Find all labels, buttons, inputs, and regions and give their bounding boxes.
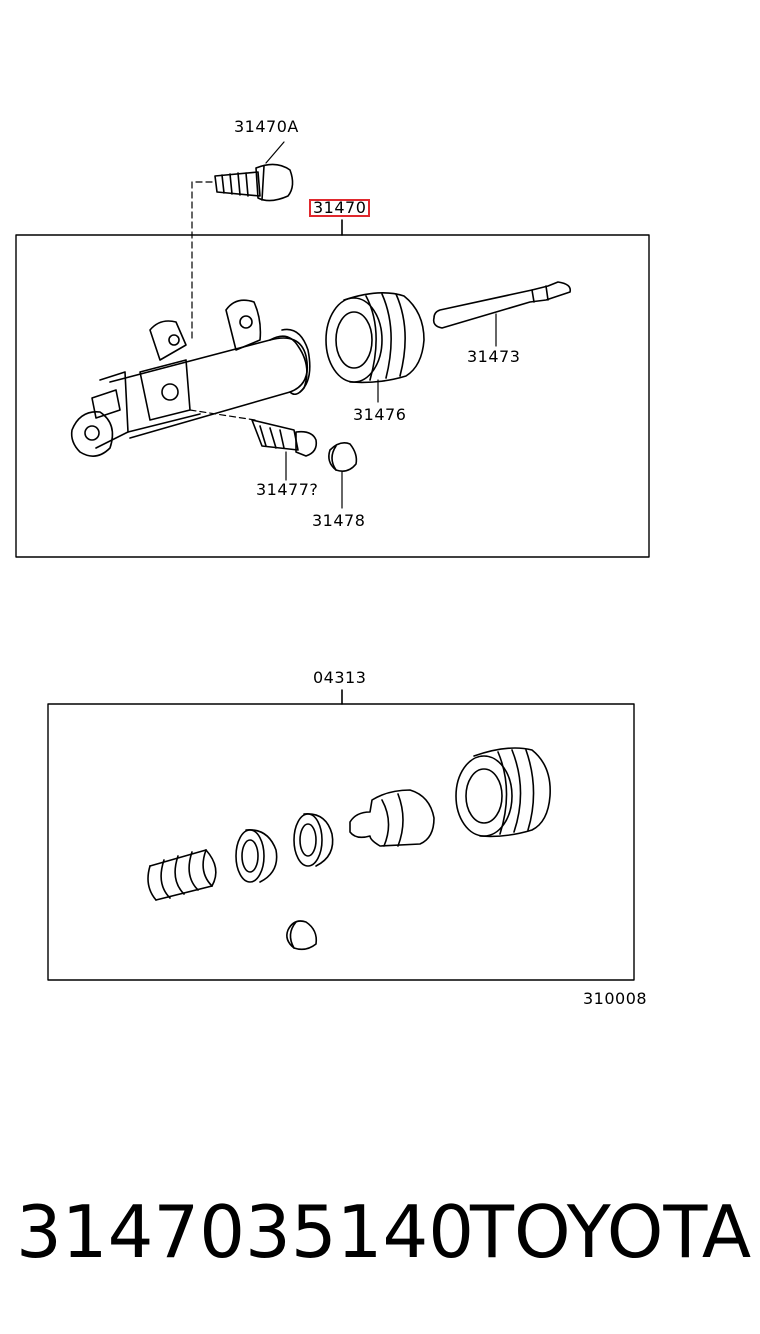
piston-part bbox=[349, 789, 435, 847]
label-kit-04313: 04313 bbox=[313, 668, 367, 687]
part-number-text: 3147035140 bbox=[16, 1190, 475, 1274]
bleeder-cap-part bbox=[328, 442, 358, 509]
brand-text: TOYOTA bbox=[470, 1190, 752, 1274]
label-bleeder-plug-31477: 31477? bbox=[256, 480, 319, 499]
lower-boot-part bbox=[455, 747, 551, 838]
piston-seal-part bbox=[293, 813, 334, 867]
cup-seal-part bbox=[235, 829, 278, 883]
lower-assembly-frame bbox=[47, 703, 635, 981]
label-push-rod-31473: 31473 bbox=[467, 347, 521, 366]
spring-part bbox=[147, 849, 217, 901]
exploded-parts-diagram bbox=[15, 141, 650, 981]
cylinder-body bbox=[70, 299, 311, 457]
upper-assembly-frame bbox=[15, 234, 650, 558]
bleeder-plug-part bbox=[251, 419, 318, 481]
label-boot-31476: 31476 bbox=[353, 405, 407, 424]
label-bleeder-cap-31478: 31478 bbox=[312, 511, 366, 530]
label-figure-number: 310008 bbox=[583, 989, 648, 1008]
bolt-part bbox=[214, 141, 294, 202]
bolt-dashed-path bbox=[191, 181, 213, 339]
label-assembly-31470-highlighted[interactable]: 31470 bbox=[309, 199, 371, 217]
push-rod-part bbox=[432, 281, 572, 347]
lower-cap-part bbox=[286, 920, 318, 951]
label-bolt-31470a: 31470A bbox=[234, 117, 299, 136]
boot-part bbox=[325, 292, 425, 403]
